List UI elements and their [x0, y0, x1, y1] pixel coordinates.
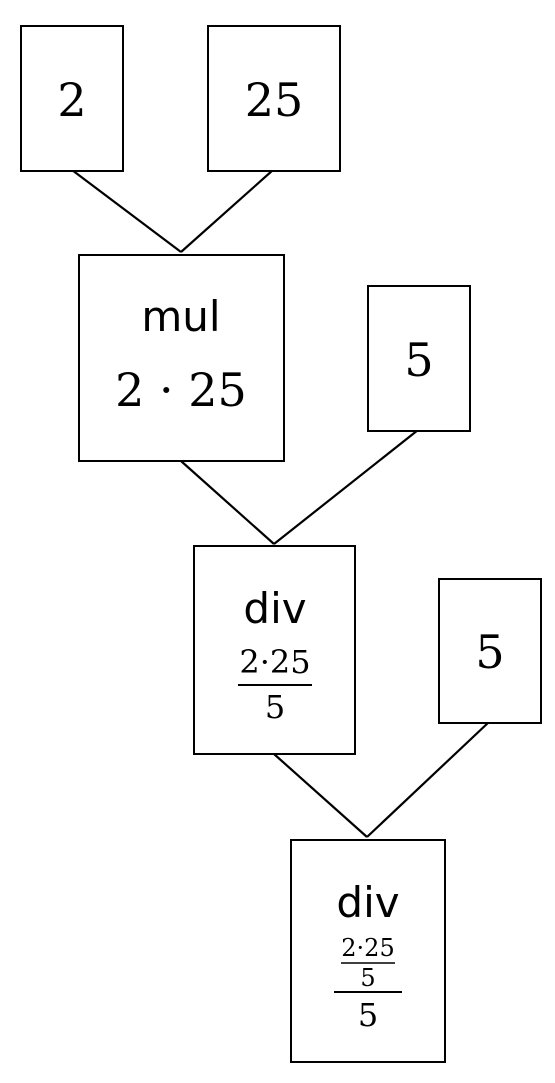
edge-2-to-mul — [71, 169, 182, 253]
edge-div1-to-div2 — [273, 753, 368, 838]
leaf-value: 2 — [57, 73, 86, 127]
edge-5b-to-div2 — [366, 721, 490, 838]
leaf-value: 5 — [404, 333, 433, 387]
operation-label: div — [243, 584, 306, 633]
inner-fraction-denominator: 5 — [360, 964, 375, 992]
leaf-value: 25 — [245, 73, 304, 127]
edge-mul-to-div1 — [180, 460, 275, 545]
expression: 2 · 25 — [115, 363, 247, 417]
fraction-numerator: 2·25 — [239, 643, 310, 681]
edge-5a-to-div1 — [273, 429, 419, 545]
leaf-node-25: 25 — [207, 25, 341, 172]
operation-label: div — [336, 878, 399, 927]
leaf-value: 5 — [475, 625, 504, 679]
div-node-1: div 2·25 5 — [193, 545, 356, 755]
edge-25-to-mul — [180, 169, 274, 253]
mul-node: mul 2 · 25 — [78, 254, 285, 462]
leaf-node-5: 5 — [438, 578, 542, 724]
operation-label: mul — [141, 292, 220, 341]
fraction-denominator: 5 — [265, 688, 285, 726]
leaf-node-2: 2 — [20, 25, 124, 172]
leaf-node-5: 5 — [367, 285, 471, 432]
div-node-2: div 2·25 5 5 — [290, 839, 446, 1063]
fraction-denominator: 5 — [358, 996, 378, 1034]
inner-fraction-numerator: 2·25 — [341, 934, 394, 962]
